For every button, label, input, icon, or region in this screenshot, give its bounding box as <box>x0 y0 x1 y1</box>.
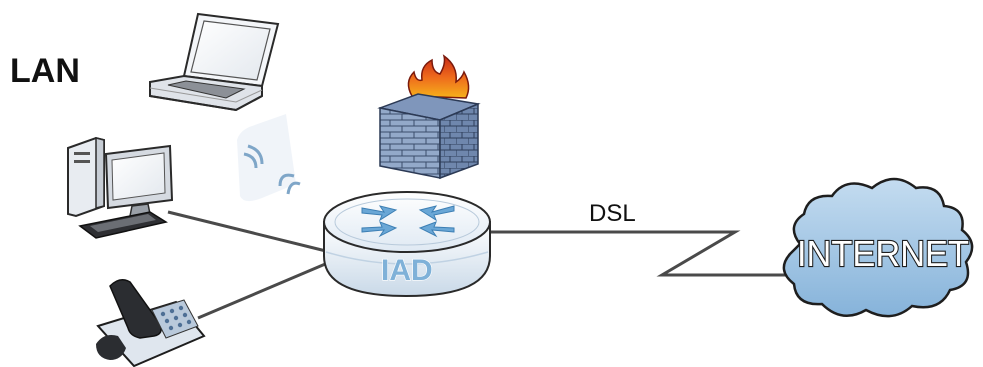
cloud-icon <box>782 177 974 318</box>
desktop-link <box>167 210 331 254</box>
telephone-icon <box>96 279 206 367</box>
internet-label: INTERNET <box>797 233 969 274</box>
dsl-label: DSL <box>589 200 636 227</box>
router-label: IAD <box>381 254 433 287</box>
desktop-computer-icon <box>67 136 174 239</box>
lan-label: LAN <box>10 52 80 90</box>
laptop-icon <box>149 12 280 112</box>
dsl-link <box>488 230 790 277</box>
connection-lines <box>167 210 790 320</box>
wifi-signal-icon <box>237 114 301 202</box>
firewall-icon <box>377 54 481 180</box>
router-icon <box>323 191 491 298</box>
telephone-link <box>197 260 331 320</box>
